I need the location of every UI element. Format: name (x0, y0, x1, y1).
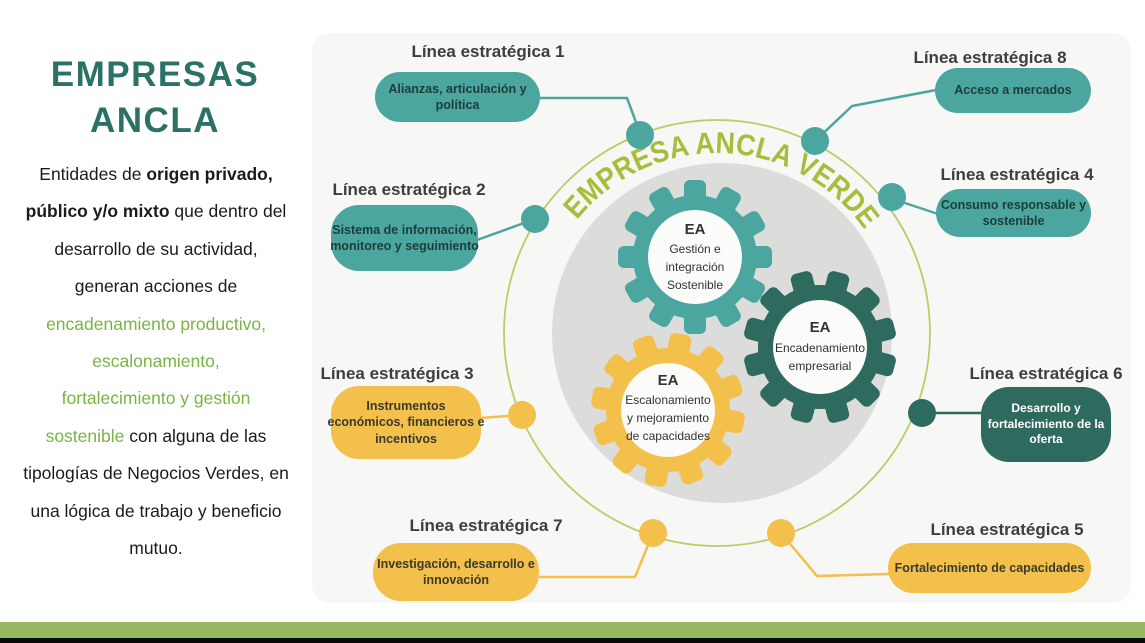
label-linea-1: Línea estratégica 1 (411, 42, 565, 61)
pill-linea-2: Sistema de información, monitoreo y segu… (330, 205, 479, 271)
paragraph-line: desarrollo de su actividad, (54, 238, 258, 259)
pill-linea-8: Acceso a mercados (935, 68, 1091, 113)
paragraph-line: una lógica de trabajo y beneficio (30, 500, 282, 521)
pill-linea-7: Investigación, desarrollo e innovación (373, 543, 539, 601)
label-linea-8: Línea estratégica 8 (913, 48, 1067, 67)
paragraph-line: fortalecimiento y gestión (61, 388, 251, 409)
label-linea-4: Línea estratégica 4 (940, 165, 1094, 184)
pill-linea-3: Instrumentos económicos, financieros e i… (328, 386, 485, 459)
paragraph-line: mutuo. (129, 538, 183, 559)
paragraph-line: Entidades de origen privado, (39, 164, 273, 184)
pill-linea-6: Desarrollo y fortalecimiento de la ofert… (981, 387, 1111, 462)
paragraph-line: escalonamiento, (92, 351, 220, 372)
paragraph-line: sostenible con alguna de las (45, 425, 267, 446)
label-linea-7: Línea estratégica 7 (409, 516, 563, 535)
bottom-bar-black (0, 638, 1145, 643)
label-linea-5: Línea estratégica 5 (930, 520, 1084, 539)
page-title-line2: ANCLA (90, 101, 220, 140)
paragraph-line: encadenamiento productivo, (46, 313, 266, 334)
paragraph-line: público y/o mixto que dentro del (25, 201, 287, 222)
bottom-bar-green (0, 622, 1145, 638)
pill-linea-5: Fortalecimiento de capacidades (888, 543, 1091, 593)
pill-linea-1: Alianzas, articulación y política (375, 72, 540, 122)
label-linea-2: Línea estratégica 2 (332, 180, 486, 199)
intro-paragraph: Entidades de origen privado, público y/o… (8, 156, 304, 567)
page-title: EMPRESAS ANCLA (15, 52, 295, 144)
paragraph-line: tipologías de Negocios Verdes, en (23, 463, 289, 484)
page-title-line1: EMPRESAS (50, 55, 260, 94)
label-linea-6: Línea estratégica 6 (969, 364, 1123, 383)
pill-linea-4: Consumo responsable y sostenible (936, 189, 1091, 237)
paragraph-line: generan acciones de (74, 276, 238, 297)
label-linea-3: Línea estratégica 3 (320, 364, 474, 383)
